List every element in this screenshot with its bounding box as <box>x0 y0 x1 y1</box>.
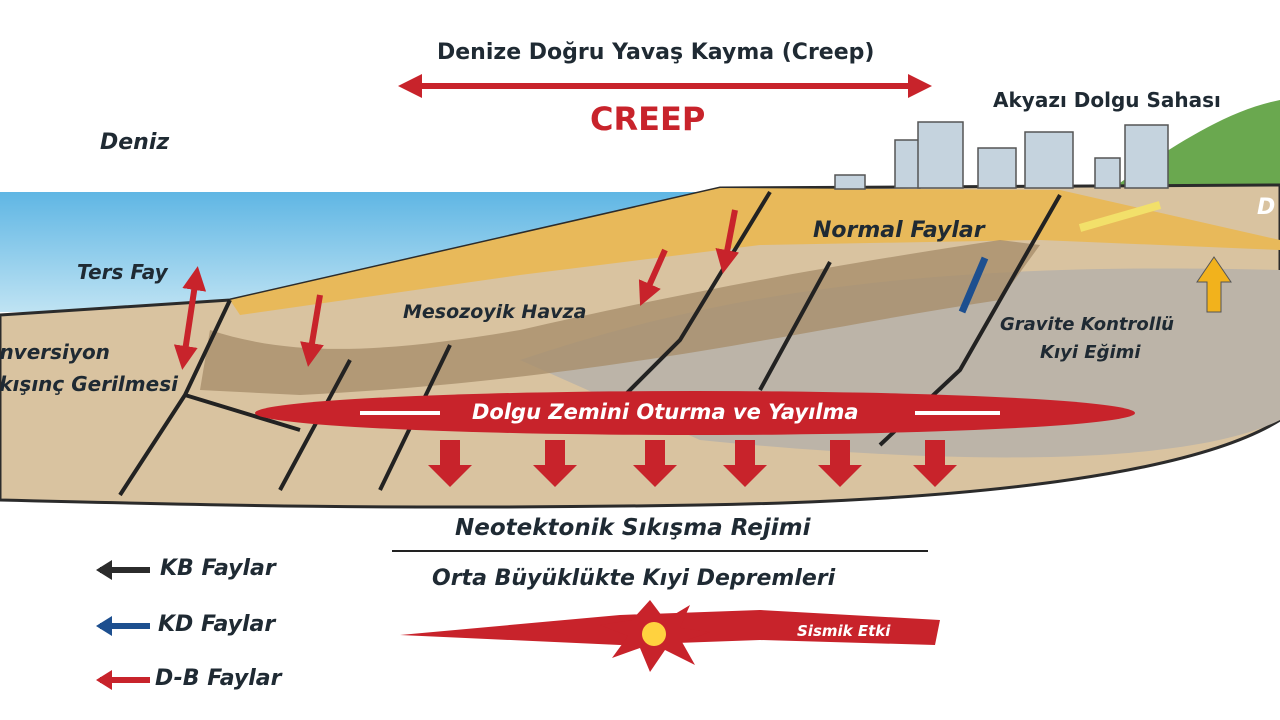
normal-faults-label: Normal Faylar <box>813 218 985 243</box>
creep-label: CREEP <box>590 100 706 138</box>
right-edge-label: D <box>1257 195 1276 220</box>
legend-db-label: D-B Faylar <box>155 666 282 691</box>
inversion-label-1: İnversiyon <box>0 340 110 364</box>
mesozoic-basin-label: Mesozoyik Havza <box>403 301 587 323</box>
legend-kb-label: KB Faylar <box>160 556 276 581</box>
blue-slip-arrow <box>958 256 989 314</box>
mesozoic-layer <box>200 240 1040 395</box>
legend-arrows <box>96 560 150 690</box>
diagram-title: Denize Doğru Yavaş Kayma (Creep) <box>437 40 875 65</box>
earthquakes-label: Orta Büyüklükte Kıyi Depremleri <box>432 566 836 591</box>
settlement-down-arrows <box>428 440 957 487</box>
legend-kd-label: KD Faylar <box>158 612 276 637</box>
reverse-fault-label: Ters Fay <box>77 260 168 284</box>
site-label: Akyazı Dolgu Sahası <box>993 88 1221 112</box>
yellow-slip-arrow <box>1078 201 1162 232</box>
gravity-label-2: Kıyi Eğimi <box>1040 342 1141 363</box>
sea-label: Deniz <box>100 130 170 155</box>
sand-fill-layer <box>230 188 1280 315</box>
fault-lines <box>118 190 1062 497</box>
seismic-label: Sismik Etki <box>797 622 891 640</box>
explosion-core <box>642 622 666 646</box>
gravity-label-1: Gravite Kontrollü <box>1000 314 1174 335</box>
inversion-label-2: Sıkışınç Gerilmesi <box>0 372 178 396</box>
yellow-up-arrow <box>1196 256 1232 313</box>
buildings <box>834 121 1169 190</box>
settlement-label: Dolgu Zemini Oturma ve Yayılma <box>472 400 859 424</box>
neotectonic-label: Neotektonik Sıkışma Rejimi <box>455 515 811 541</box>
slip-arrows <box>173 209 740 370</box>
settlement-band <box>255 391 1135 435</box>
